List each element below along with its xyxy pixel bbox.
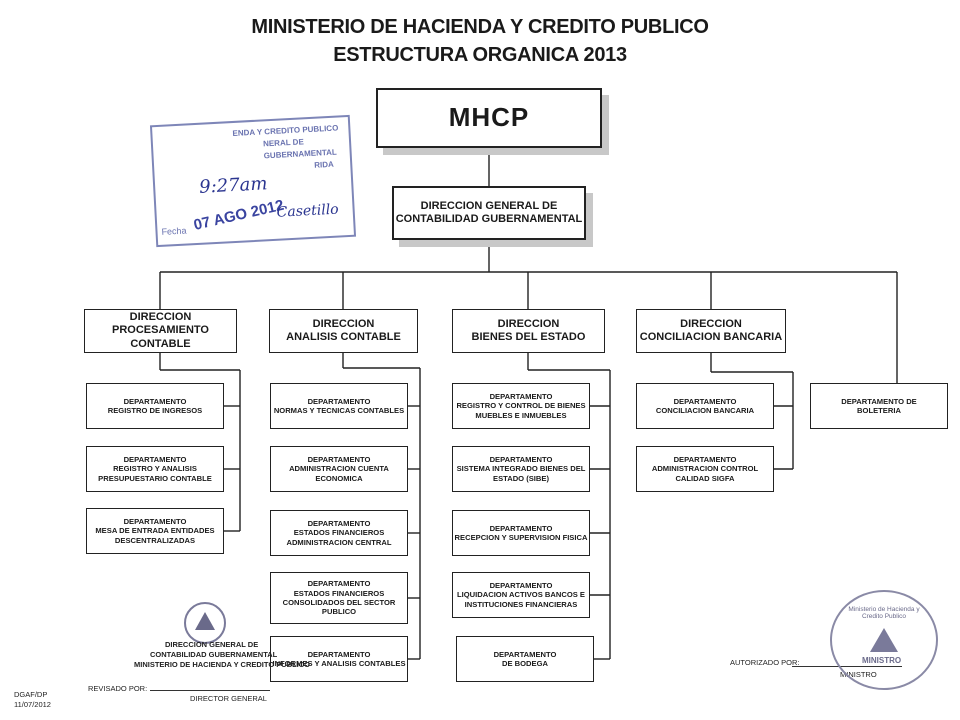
- department-label: DEPARTAMENTO REGISTRO DE INGRESOS: [107, 396, 203, 415]
- seal-text: MINISTRO: [862, 656, 902, 665]
- node-departamento: DEPARTAMENTO NORMAS Y TECNICAS CONTABLES: [270, 383, 408, 429]
- minister-seal-icon: Ministerio de Hacienda y Credito Publico…: [830, 590, 938, 690]
- triangle-icon: [195, 612, 215, 630]
- department-label: DEPARTAMENTO REGISTRO Y ANALISIS PRESUPU…: [98, 454, 212, 483]
- node-departamento: DEPARTAMENTO SISTEMA INTEGRADO BIENES DE…: [452, 446, 590, 492]
- revised-by-label: REVISADO POR:: [88, 684, 148, 693]
- direction-label: DIRECCION CONCILIACION BANCARIA: [639, 317, 783, 343]
- chart-title: MINISTERIO DE HACIENDA Y CREDITO PUBLICO: [251, 16, 709, 38]
- node-departamento: DEPARTAMENTO ESTADOS FINANCIEROS ADMINIS…: [270, 510, 408, 556]
- node-departamento: DEPARTAMENTO ADMINISTRACION CONTROL CALI…: [636, 446, 774, 492]
- stamp-line: ENDA Y CREDITO PUBLICO: [232, 123, 339, 139]
- department-label: DEPARTAMENTO ESTADOS FINANCIEROS CONSOLI…: [282, 579, 396, 617]
- direction-label: DIRECCION BIENES DEL ESTADO: [471, 317, 586, 343]
- document-code: DGAF/DP: [14, 690, 48, 699]
- department-label: DEPARTAMENTO DE BODEGA: [493, 649, 557, 668]
- department-label: DEPARTAMENTO DE BOLETERIA: [841, 396, 917, 415]
- node-departamento: DEPARTAMENTO INFORMES Y ANALISIS CONTABL…: [270, 636, 408, 682]
- document-date: 11/07/2012: [14, 700, 51, 709]
- node-direccion-general: DIRECCION GENERAL DE CONTABILIDAD GUBERN…: [392, 186, 586, 240]
- node-departamento: DEPARTAMENTO REGISTRO Y CONTROL DE BIENE…: [452, 383, 590, 429]
- stamp-signature: Casetillo: [276, 201, 340, 221]
- reception-stamp: ENDA Y CREDITO PUBLICO NERAL DE GUBERNAM…: [149, 114, 357, 248]
- seal-text: Ministerio de Hacienda y Credito Publico: [848, 606, 920, 620]
- department-label: DEPARTAMENTO RECEPCION Y SUPERVISION FIS…: [454, 523, 588, 542]
- seal-text: CONTABILIDAD GUBERNAMENTAL: [150, 650, 278, 659]
- stamp-date: 07 AGO 2012: [192, 196, 286, 234]
- node-departamento: DEPARTAMENTO REGISTRO Y ANALISIS PRESUPU…: [86, 446, 224, 492]
- seal-icon: [184, 602, 226, 644]
- authorized-by-label: AUTORIZADO POR:: [730, 658, 800, 667]
- department-label: DEPARTAMENTO ADMINISTRACION CONTROL CALI…: [651, 454, 759, 483]
- chart-subtitle: ESTRUCTURA ORGANICA 2013: [333, 44, 627, 66]
- revised-signature-line: [150, 690, 270, 691]
- seal-text: MINISTERIO DE HACIENDA Y CREDITO PUBLICO: [134, 660, 310, 669]
- node-departamento-boleteria: DEPARTAMENTO DE BOLETERIA: [810, 383, 948, 429]
- direction-label: DIRECCION PROCESAMIENTO CONTABLE: [112, 311, 209, 350]
- department-label: DEPARTAMENTO NORMAS Y TECNICAS CONTABLES: [273, 396, 405, 415]
- node-departamento: DEPARTAMENTO ESTADOS FINANCIEROS CONSOLI…: [270, 572, 408, 624]
- department-label: DEPARTAMENTO REGISTRO Y CONTROL DE BIENE…: [456, 391, 586, 420]
- department-label: DEPARTAMENTO INFORMES Y ANALISIS CONTABL…: [272, 649, 406, 668]
- node-departamento: DEPARTAMENTO REGISTRO DE INGRESOS: [86, 383, 224, 429]
- department-label: DEPARTAMENTO SISTEMA INTEGRADO BIENES DE…: [456, 454, 586, 483]
- stamp-line: GUBERNAMENTAL: [263, 147, 338, 161]
- department-label: DEPARTAMENTO ADMINISTRACION CUENTA ECONO…: [289, 454, 389, 483]
- seal-text: DIRECCION GENERAL DE: [165, 640, 259, 649]
- stamp-time: 9:27am: [198, 173, 268, 198]
- stamp-line: RIDA: [314, 159, 335, 170]
- node-departamento: DEPARTAMENTO MESA DE ENTRADA ENTIDADES D…: [86, 508, 224, 554]
- department-label: DEPARTAMENTO ESTADOS FINANCIEROS ADMINIS…: [286, 518, 392, 547]
- direction-label: DIRECCION ANALISIS CONTABLE: [286, 317, 401, 343]
- stamp-date-label: Fecha: [161, 225, 187, 237]
- node-departamento: DEPARTAMENTO DE BODEGA: [456, 636, 594, 682]
- director-general-label: DIRECTOR GENERAL: [190, 694, 267, 703]
- department-label: DEPARTAMENTO LIQUIDACION ACTIVOS BANCOS …: [457, 580, 585, 609]
- node-departamento: DEPARTAMENTO CONCILIACION BANCARIA: [636, 383, 774, 429]
- triangle-icon: [870, 628, 898, 652]
- node-departamento: DEPARTAMENTO RECEPCION Y SUPERVISION FIS…: [452, 510, 590, 556]
- node-mhcp: MHCP: [376, 88, 602, 148]
- stamp-line: NERAL DE: [262, 137, 305, 149]
- node-direccion-bienes: DIRECCION BIENES DEL ESTADO: [452, 309, 605, 353]
- node-direccion-general-label: DIRECCION GENERAL DE CONTABILIDAD GUBERN…: [395, 199, 583, 225]
- department-label: DEPARTAMENTO MESA DE ENTRADA ENTIDADES D…: [95, 516, 215, 545]
- department-label: DEPARTAMENTO CONCILIACION BANCARIA: [655, 396, 755, 415]
- node-direccion-analisis: DIRECCION ANALISIS CONTABLE: [269, 309, 418, 353]
- node-departamento: DEPARTAMENTO LIQUIDACION ACTIVOS BANCOS …: [452, 572, 590, 618]
- node-direccion-conciliacion: DIRECCION CONCILIACION BANCARIA: [636, 309, 786, 353]
- node-departamento: DEPARTAMENTO ADMINISTRACION CUENTA ECONO…: [270, 446, 408, 492]
- node-mhcp-label: MHCP: [448, 102, 530, 133]
- node-direccion-procesamiento: DIRECCION PROCESAMIENTO CONTABLE: [84, 309, 237, 353]
